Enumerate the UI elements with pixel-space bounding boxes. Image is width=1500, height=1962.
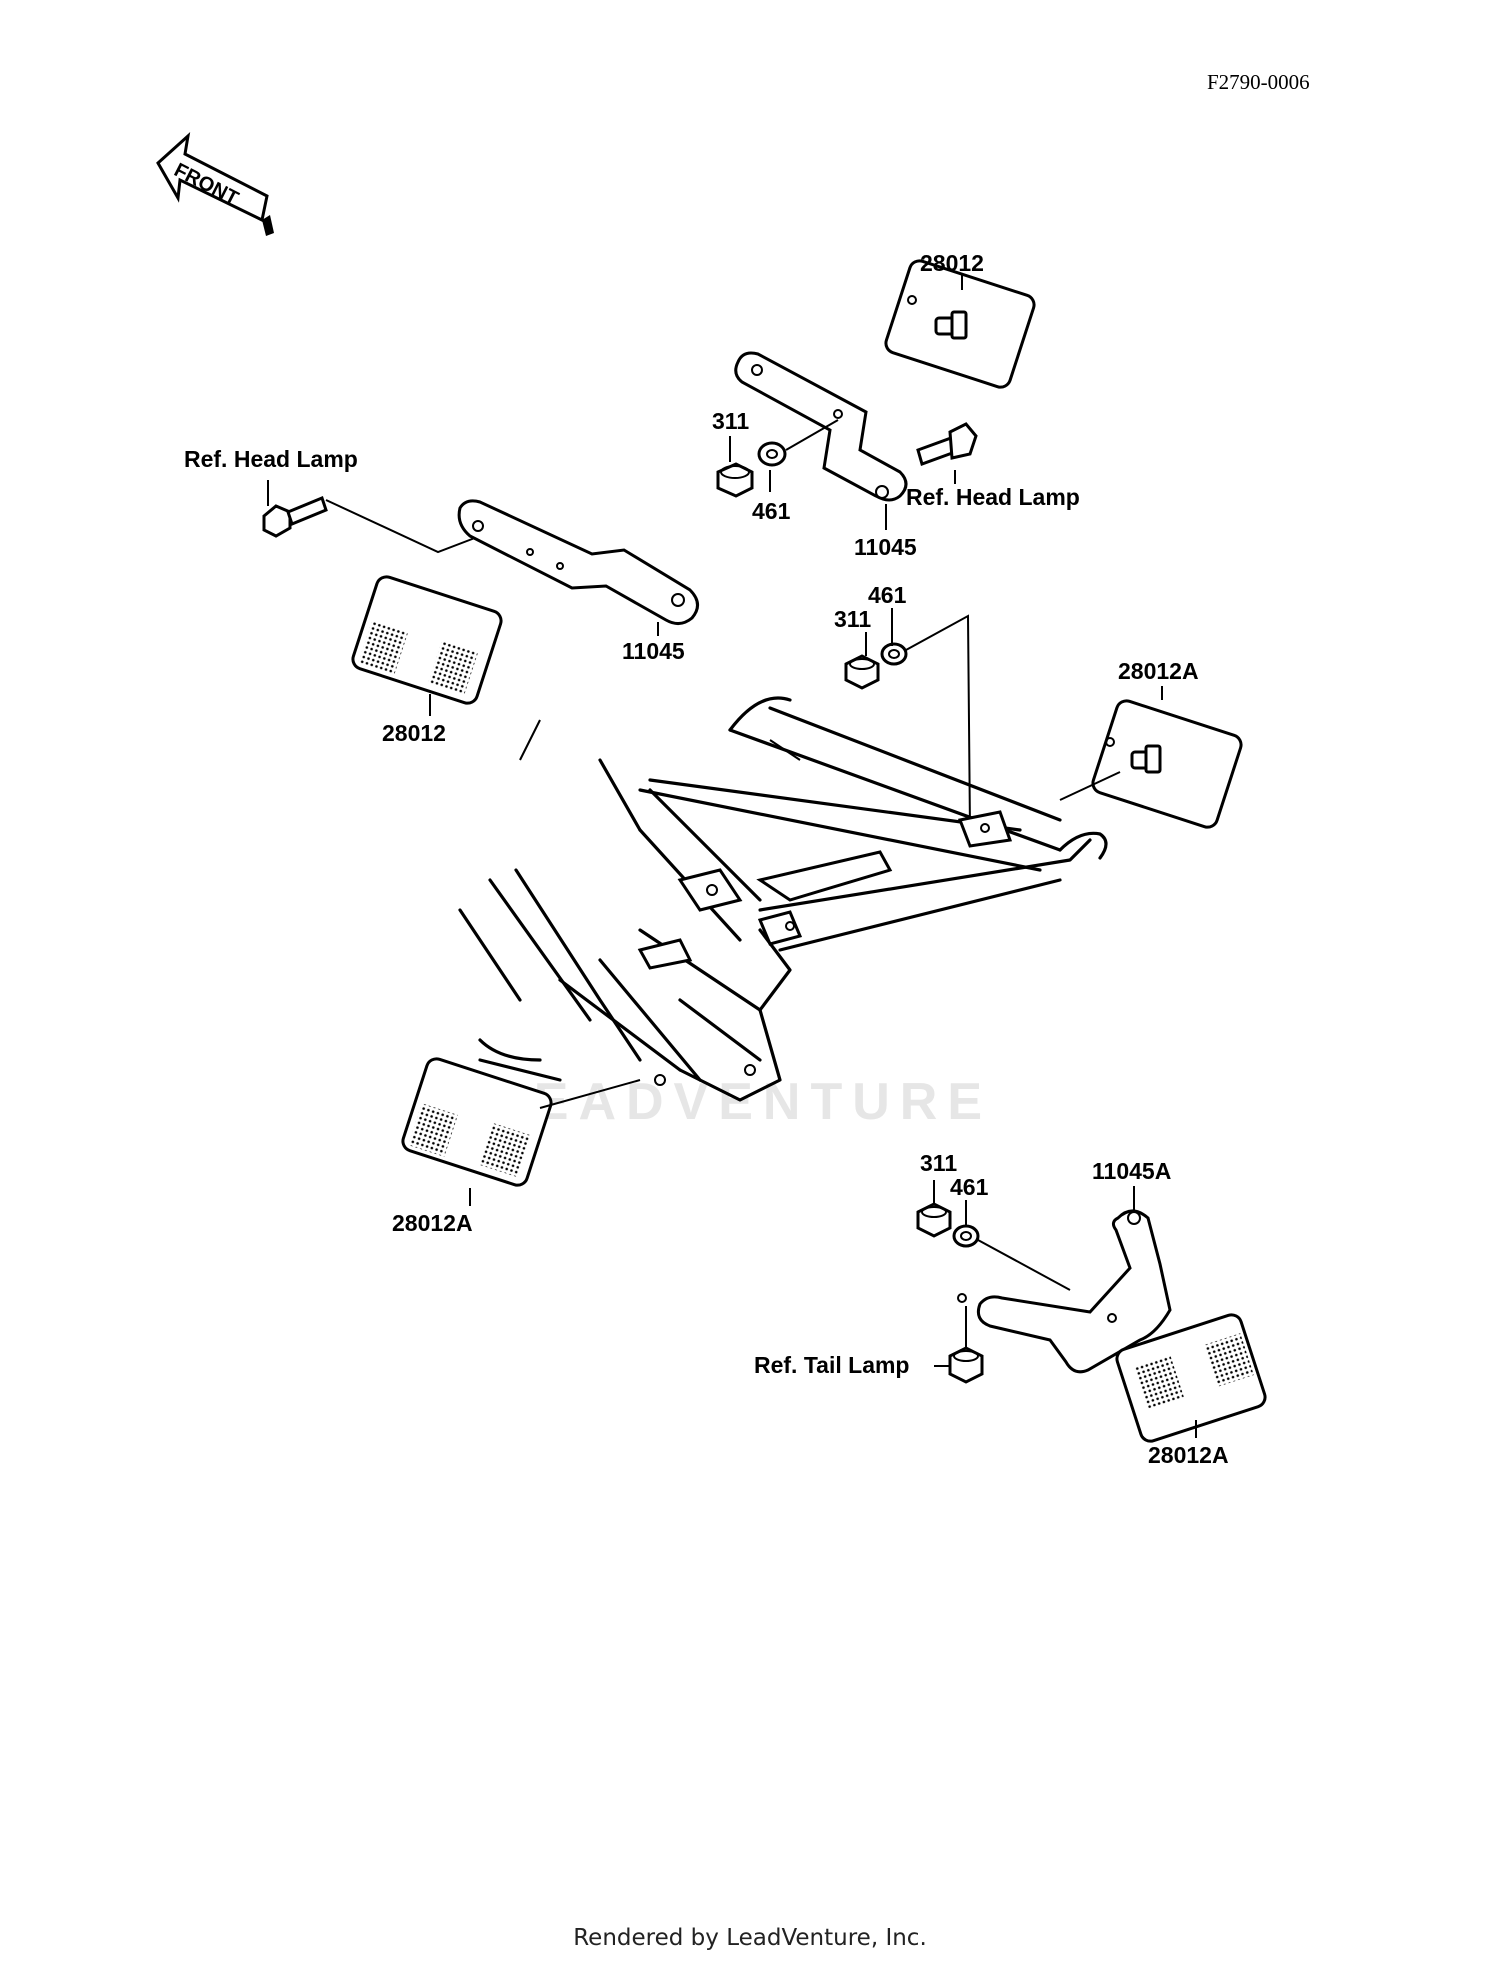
callout-nut-mid: 311 — [834, 606, 872, 632]
callout-reflector-bottom-left: 28012A — [392, 1210, 473, 1236]
bracket-11045-top — [734, 351, 908, 502]
reflector-28012A-mid-right — [1091, 699, 1243, 829]
footer-credit: Rendered by LeadVenture, Inc. — [573, 1925, 927, 1951]
callout-bracket-top: 11045 — [854, 534, 917, 560]
reflector-28012A-bottom-right — [1115, 1313, 1267, 1443]
nut-tail-lamp — [948, 1346, 984, 1384]
callout-reflector-bottom-right: 28012A — [1148, 1442, 1229, 1468]
bolt-top — [916, 422, 978, 466]
diagram-code: F2790-0006 — [1207, 70, 1310, 94]
callout-reflector-left: 28012 — [382, 720, 446, 746]
bracket-11045-left — [457, 499, 699, 625]
callout-bracket-bottom: 11045A — [1092, 1158, 1172, 1184]
callout-nut-bottom: 311 — [920, 1150, 958, 1176]
washer-461-mid — [880, 642, 908, 666]
watermark: LEADVENTURE — [492, 1073, 993, 1131]
frame — [458, 696, 1108, 1102]
nut-311-top — [716, 462, 754, 498]
callout-washer-mid: 461 — [868, 582, 907, 608]
callout-reflector-mid-right: 28012A — [1118, 658, 1199, 684]
bolt-left — [262, 496, 328, 538]
callout-washer-bottom: 461 — [950, 1174, 989, 1200]
front-arrow-icon — [156, 132, 274, 236]
nut-311-bottom — [916, 1202, 952, 1238]
reflector-28012-top — [884, 259, 1036, 389]
reflector-28012A-bottom-left — [401, 1057, 553, 1187]
callout-ref-tail-lamp: Ref. Tail Lamp — [754, 1352, 910, 1378]
nut-311-mid — [844, 654, 880, 690]
leader-lines — [267, 275, 1197, 1438]
callout-washer-top: 461 — [752, 498, 791, 524]
callout-reflector-top: 28012 — [920, 250, 984, 276]
reflector-28012-left — [351, 575, 503, 705]
callout-ref-head-lamp-right: Ref. Head Lamp — [906, 484, 1080, 510]
callout-ref-head-lamp-left: Ref. Head Lamp — [184, 446, 358, 472]
callout-bracket-left: 11045 — [622, 638, 685, 664]
washer-461-top — [757, 441, 787, 467]
washer-461-bottom — [952, 1224, 980, 1248]
callout-nut-top: 311 — [712, 408, 750, 434]
